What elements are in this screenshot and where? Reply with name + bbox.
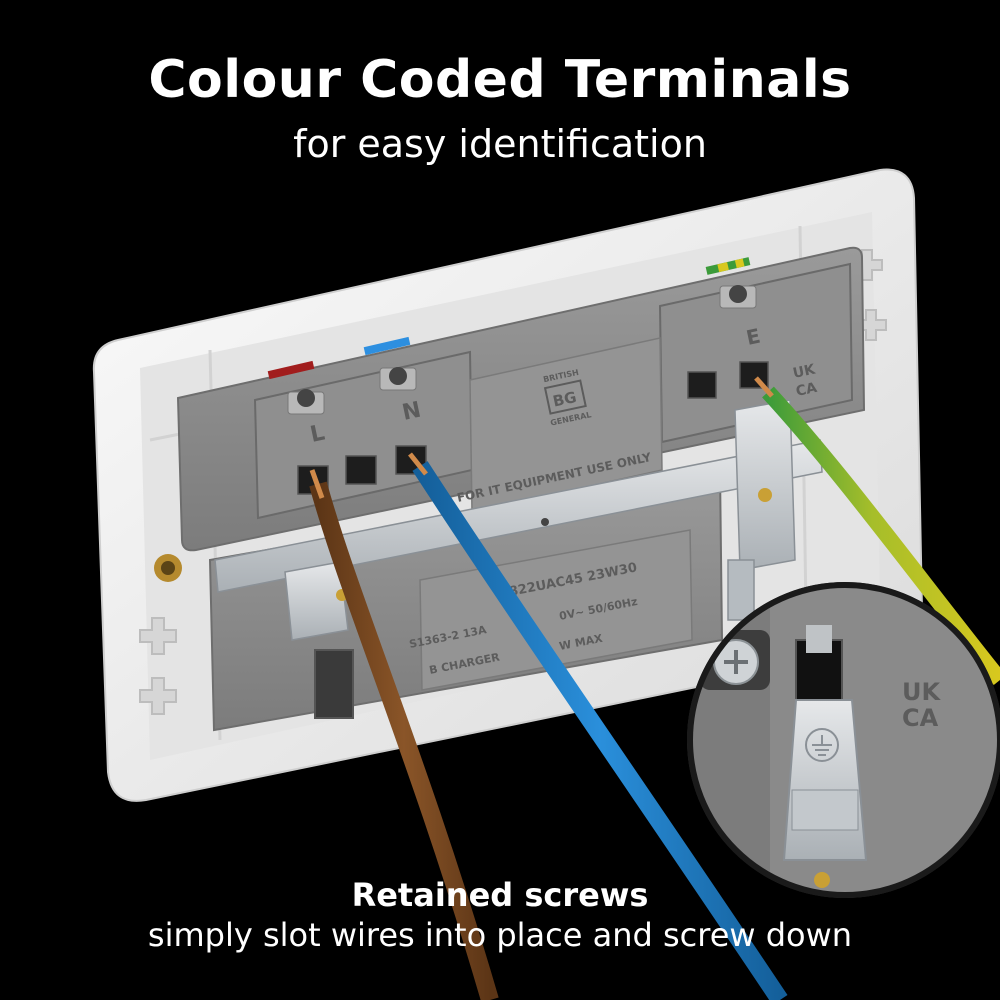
headline-title: Colour Coded Terminals — [148, 50, 852, 110]
earth-screw-icon — [719, 285, 757, 309]
earth-terminal-label: E — [744, 324, 762, 350]
neutral-terminal-label: N — [400, 398, 423, 426]
live-terminal-label: L — [308, 420, 327, 447]
zoom-earth-symbol-icon — [805, 728, 839, 762]
zoom-ukca-bottom: CA — [902, 704, 939, 732]
neutral-wire — [408, 452, 788, 1000]
svg-text:BG: BG — [551, 388, 578, 411]
headline-subtitle: for easy identification — [293, 122, 707, 166]
zoom-ukca-top: UK — [902, 678, 941, 706]
earth-colour-marker — [705, 257, 751, 275]
ukca-mark-bottom: CA — [795, 380, 819, 400]
mounting-screw-left-icon — [154, 554, 182, 582]
metal-strap — [214, 439, 823, 641]
neutral-screw-icon — [379, 367, 417, 391]
ukca-mark-top: UK — [792, 361, 818, 382]
earth-wire — [754, 376, 1000, 685]
terminal-screws — [287, 285, 757, 415]
live-screw-icon — [287, 389, 325, 415]
caption-text: simply slot wires into place and screw d… — [147, 916, 853, 954]
neutral-colour-marker — [363, 336, 411, 356]
live-colour-marker — [267, 360, 315, 380]
live-wire — [309, 469, 499, 1000]
mounting-holes-left — [139, 617, 177, 715]
caption-title: Retained screws — [351, 876, 649, 914]
zoom-inset: UK CA — [687, 582, 1000, 898]
